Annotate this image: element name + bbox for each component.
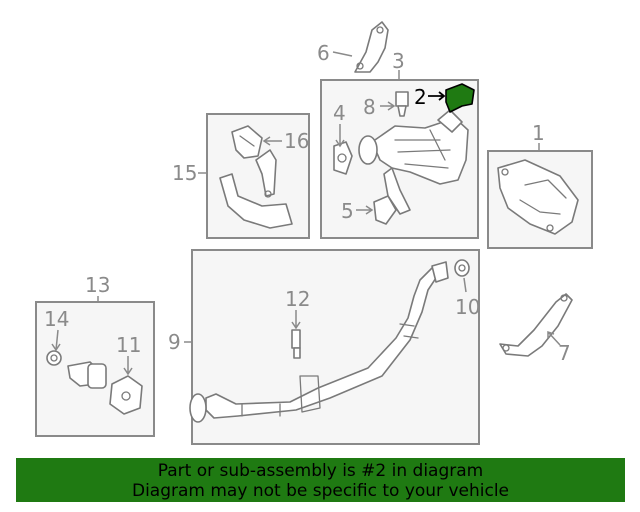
callout-12: 12 [285, 287, 310, 311]
callout-9: 9 [168, 330, 181, 354]
part-3-egr-assembly[interactable] [358, 109, 469, 215]
callout-14: 14 [44, 307, 69, 331]
callout-13: 13 [85, 273, 110, 297]
callout-15: 15 [172, 161, 197, 185]
part-1-cover[interactable] [497, 159, 579, 235]
info-banner: Part or sub-assembly is #2 in diagram Di… [16, 458, 625, 502]
part-4-gasket[interactable] [333, 141, 353, 175]
callout-8: 8 [363, 95, 376, 119]
part-14-washer[interactable] [46, 350, 62, 366]
callout-3: 3 [392, 49, 405, 73]
part-8-sensor[interactable] [395, 91, 409, 117]
part-2-highlighted[interactable] [445, 83, 475, 113]
callout-2: 2 [414, 85, 427, 109]
callout-16: 16 [284, 129, 309, 153]
part-12-sensor[interactable] [291, 329, 301, 359]
part-10-washer[interactable] [454, 259, 470, 277]
callout-11: 11 [116, 333, 141, 357]
callout-6: 6 [317, 41, 330, 65]
callout-10: 10 [455, 295, 480, 319]
part-13-valve[interactable] [67, 361, 107, 389]
callout-5: 5 [341, 199, 354, 223]
part-15-pipe[interactable] [219, 149, 293, 229]
part-11-gasket[interactable] [109, 375, 143, 415]
part-7-bracket[interactable] [499, 293, 573, 357]
callout-1: 1 [532, 121, 545, 145]
banner-line-2: Diagram may not be specific to your vehi… [131, 481, 509, 501]
callout-7: 7 [558, 341, 571, 365]
banner-line-1: Part or sub-assembly is #2 in diagram [157, 461, 484, 481]
part-16-bracket[interactable] [231, 125, 263, 159]
part-5-gasket[interactable] [373, 195, 397, 225]
part-6-bracket[interactable] [354, 21, 389, 73]
part-9-egr-pipe[interactable] [189, 261, 449, 423]
callout-4: 4 [333, 101, 346, 125]
